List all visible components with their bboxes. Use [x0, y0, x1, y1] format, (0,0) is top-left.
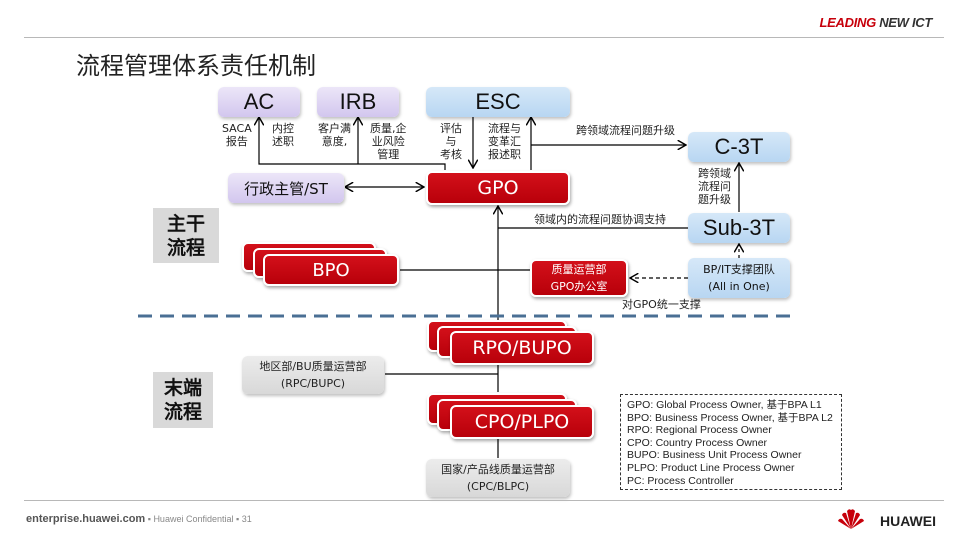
admin-st-box[interactable]: 行政主管/ST — [228, 173, 344, 203]
slogan-rest: NEW ICT — [875, 15, 932, 30]
arrow-gpo-to-ac — [259, 117, 446, 170]
legend-item: GPO: Global Process Owner, 基于BPA L1 — [627, 399, 822, 411]
legend-item: RPO: Regional Process Owner — [627, 424, 772, 437]
ac-box[interactable]: AC — [218, 87, 300, 117]
footer-bullet: ▪ — [236, 514, 242, 524]
label-saca-report: SACA 报告 — [222, 122, 252, 148]
abbreviation-legend: GPO: Global Process Owner, 基于BPA L1 BPO:… — [620, 394, 842, 490]
page-title: 流程管理体系责任机制 — [76, 52, 316, 80]
country-quality-box[interactable]: 国家/产品线质量运营部 (CPC/BLPC) — [426, 459, 570, 497]
footer-text: enterprise.huawei.com ▪ Huawei Confident… — [26, 513, 252, 525]
bpo-box[interactable]: BPO — [263, 254, 399, 286]
footer-site: enterprise.huawei.com — [26, 513, 146, 525]
footer-divider — [24, 500, 944, 501]
label-unified-support: 对GPO统一支撑 — [622, 298, 701, 311]
footer-bullet: ▪ — [147, 514, 154, 524]
rpo-bupo-box[interactable]: RPO/BUPO — [450, 331, 594, 365]
label-internal-control: 内控 述职 — [272, 122, 294, 148]
label-cross-domain-vertical: 跨领域 流程问 题升级 — [698, 167, 731, 206]
huawei-logo-text: HUAWEI — [880, 513, 936, 529]
bp-it-support-box[interactable]: BP/IT支撑团队 (All in One) — [688, 258, 790, 298]
c3t-box[interactable]: C-3T — [688, 132, 790, 162]
esc-box[interactable]: ESC — [426, 87, 570, 117]
label-customer-satisfaction: 客户满 意度, — [318, 122, 351, 148]
section-end-process: 末端 流程 — [153, 372, 213, 428]
irb-box[interactable]: IRB — [317, 87, 399, 117]
quality-office-box[interactable]: 质量运营部 GPO办公室 — [530, 259, 628, 297]
brand-slogan: LEADING NEW ICT — [820, 15, 933, 30]
header-divider — [24, 37, 944, 38]
sub3t-box[interactable]: Sub-3T — [688, 213, 790, 243]
label-in-domain: 领域内的流程问题协调支持 — [534, 213, 666, 226]
cpo-plpo-box[interactable]: CPO/PLPO — [450, 405, 594, 439]
slogan-lead: LEADING — [819, 15, 877, 30]
legend-item: PC: Process Controller — [627, 474, 734, 487]
legend-item: BPO: Business Process Owner, 基于BPA L2 — [627, 411, 833, 424]
footer-confidential: Huawei Confidential — [153, 514, 234, 524]
gpo-box[interactable]: GPO — [426, 171, 570, 205]
label-cross-domain: 跨领域流程问题升级 — [576, 124, 675, 137]
section-trunk-process: 主干 流程 — [153, 208, 219, 263]
label-process-report: 流程与 变革汇 报述职 — [488, 122, 521, 161]
legend-item: CPO: Country Process Owner — [627, 436, 768, 449]
footer-page-number: 31 — [241, 514, 252, 524]
label-quality-risk: 质量,企 业风险 管理 — [370, 122, 407, 161]
huawei-logo-icon — [838, 509, 864, 529]
regional-quality-box[interactable]: 地区部/BU质量运营部 (RPC/BUPC) — [242, 356, 384, 394]
label-evaluate: 评估 与 考核 — [440, 122, 462, 161]
legend-item: PLPO: Product Line Process Owner — [627, 461, 795, 474]
legend-item: BUPO: Business Unit Process Owner — [627, 449, 802, 462]
